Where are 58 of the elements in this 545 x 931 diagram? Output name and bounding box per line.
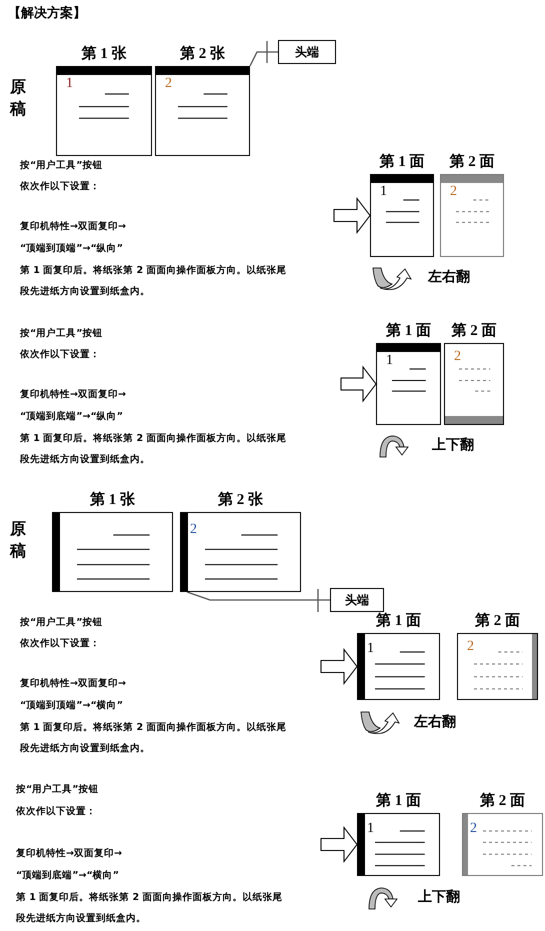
- page-heading: 第 2 面: [474, 612, 521, 631]
- side-label: 原稿: [10, 76, 27, 120]
- instruction-text: “顶端到底端”→“纵向”: [20, 410, 123, 424]
- instruction-text: “顶端到顶端”→“横向”: [20, 699, 123, 713]
- instruction-text: 第 1 面复印后。将纸张第 2 面面向操作面板方向。以纸张尾段先进纸方向设置到纸盒内。: [20, 264, 288, 299]
- page-number: 2: [467, 640, 474, 654]
- instruction-text: 第 1 面复印后。将纸张第 2 面面向操作面板方向。以纸张尾段先进纸方向设置到纸盒内。: [20, 432, 288, 467]
- page-heading: 第 1 面: [378, 152, 426, 172]
- flip-label: 上下翻: [418, 888, 460, 906]
- instruction-text: 复印机特性→双面复印→: [20, 677, 126, 691]
- page-number: 2: [165, 77, 172, 91]
- page-heading: 第 2 面: [448, 152, 496, 172]
- instruction-text: 第 1 面复印后。将纸张第 2 面面向操作面板方向。以纸张尾段先进纸方向设置到纸盒内。: [16, 890, 284, 926]
- page-heading: 第 2 张: [217, 490, 264, 510]
- instruction-text: 依次作以下设置：: [16, 805, 96, 819]
- block-arrow: [334, 197, 371, 234]
- instruction-text: 按“用户工具”按钮: [16, 782, 98, 797]
- instruction-text: “顶端到顶端”→“纵向”: [20, 242, 123, 256]
- label-box: 头端: [330, 588, 384, 612]
- flip-label: 上下翻: [432, 436, 474, 454]
- instruction-text: 依次作以下设置：: [20, 180, 100, 194]
- flip-label: 左右翻: [414, 713, 456, 731]
- page-heading: 第 2 张: [179, 44, 226, 64]
- page-number: 2: [454, 350, 461, 364]
- instruction-text: 第 1 面复印后。将纸张第 2 面面向操作面板方向。以纸张尾段先进纸方向设置到纸盒内。: [20, 720, 288, 756]
- instruction-text: 按“用户工具”按钮: [20, 616, 102, 630]
- block-arrow: [320, 648, 358, 685]
- instruction-text: “顶端到底端”→“横向”: [16, 868, 119, 883]
- page-heading: 第 1 张: [80, 44, 128, 64]
- instruction-text: 复印机特性→双面复印→: [20, 388, 126, 402]
- page-heading: 第 1 面: [375, 792, 422, 811]
- page-number: 1: [367, 642, 374, 656]
- page-number: 2: [450, 185, 457, 199]
- page-heading: 第 2 面: [450, 322, 498, 341]
- leader-line: [249, 51, 278, 66]
- page-number: 2: [470, 822, 477, 836]
- page-number: 1: [367, 822, 374, 836]
- page-number: 1: [386, 354, 393, 368]
- leader-line: [186, 591, 330, 601]
- page-heading: 第 1 面: [385, 322, 432, 341]
- side-label: 原稿: [10, 518, 27, 562]
- block-arrow: [340, 366, 377, 402]
- instruction-text: 复印机特性→双面复印→: [20, 220, 126, 234]
- page-number: 1: [66, 77, 73, 91]
- label-box: 头端: [278, 40, 336, 64]
- instruction-text: 按“用户工具”按钮: [20, 158, 102, 173]
- block-arrow: [320, 826, 358, 863]
- page-heading: 第 1 张: [89, 490, 136, 510]
- flip-label: 左右翻: [428, 268, 470, 286]
- instruction-text: 依次作以下设置：: [20, 637, 100, 651]
- page-number: 2: [190, 523, 197, 537]
- page-heading: 第 1 面: [375, 612, 422, 631]
- instruction-text: 复印机特性→双面复印→: [16, 847, 122, 861]
- page-heading: 第 2 面: [479, 792, 526, 811]
- instruction-text: 按“用户工具”按钮: [20, 326, 102, 341]
- instruction-text: 依次作以下设置：: [20, 348, 100, 362]
- title: 【解决方案】: [8, 4, 86, 22]
- page-number: 1: [380, 185, 387, 199]
